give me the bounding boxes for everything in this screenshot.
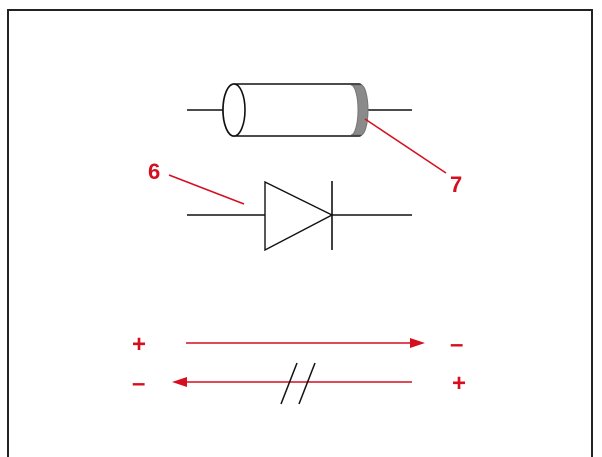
diode-symbol: [187, 180, 412, 252]
symbol-triangle: [264, 180, 334, 252]
leader-6: [168, 174, 245, 205]
forward-sign-left: +: [132, 331, 146, 358]
callout-6: 6: [148, 159, 160, 184]
reverse-sign-left: –: [132, 370, 145, 397]
reverse-sign-right: +: [452, 370, 466, 397]
forward-arrow: [186, 338, 425, 348]
diode-component: [187, 83, 412, 137]
callout-7: 7: [450, 172, 462, 197]
leader-7: [364, 118, 447, 174]
blocked-mark: [280, 362, 316, 405]
diode-body-end: [222, 83, 246, 137]
cathode-band: [350, 84, 369, 136]
reverse-arrow: [172, 377, 412, 387]
forward-sign-right: –: [450, 331, 463, 358]
frame-border: [7, 9, 593, 457]
